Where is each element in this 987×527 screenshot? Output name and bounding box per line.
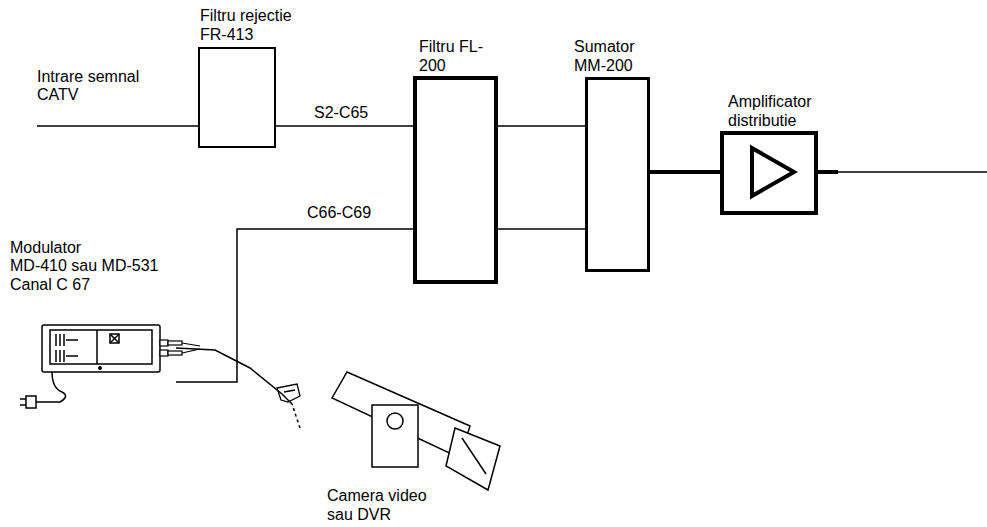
connector-line	[498, 125, 585, 127]
signal-connector	[498, 229, 585, 230]
label-holder: Camera video sau DVR	[327, 487, 435, 524]
label-holder: Amplificator distributie	[728, 93, 840, 130]
node-label: MD-410 sau MD-531	[10, 257, 176, 275]
connector-line	[292, 404, 300, 428]
connector-line	[176, 348, 292, 404]
signal-connector	[650, 172, 720, 173]
band-label: C66-C69	[305, 204, 373, 222]
label-holder: Filtru rejectie FR-413	[200, 7, 315, 44]
amplifier-box: Amplificator distributie	[720, 131, 818, 215]
input-line	[37, 125, 198, 127]
node-label: Filtru FL-200	[419, 38, 494, 75]
camera-node: Camera video sau DVR	[300, 368, 505, 526]
band-label: S2-C65	[312, 104, 370, 122]
signal-connector	[498, 126, 585, 127]
node-label: Filtru rejectie FR-413	[200, 7, 315, 44]
filter-box: Filtru rejectie FR-413	[198, 47, 276, 148]
node-label: Amplificator distributie	[728, 93, 840, 130]
connector-line	[650, 170, 720, 174]
label-holder: Filtru FL-200	[419, 38, 494, 75]
connector-line	[498, 228, 585, 230]
modulator-node: ModulatorMD-410 sau MD-531Canal C 67	[8, 236, 176, 386]
connector-line	[176, 229, 413, 382]
filter-box: Filtru FL-200	[413, 76, 498, 284]
output-line	[818, 170, 838, 174]
node-label: Sumator MM-200	[574, 38, 664, 75]
camera-illustration	[332, 372, 500, 490]
combiner-box: Sumator MM-200	[585, 77, 650, 272]
node-label: Canal C 67	[10, 276, 176, 294]
signal-connector	[276, 126, 413, 127]
amplifier-symbol	[752, 148, 794, 196]
signal-connector	[176, 348, 300, 428]
output-line	[836, 171, 987, 173]
power-plug	[20, 372, 66, 408]
signal-label: Intrare semnal CATV	[37, 68, 162, 105]
modulator-device	[42, 325, 160, 372]
node-label: Modulator	[10, 239, 176, 257]
signal-connector	[176, 229, 413, 382]
connector-line	[276, 125, 413, 127]
label-holder: Sumator MM-200	[574, 38, 664, 75]
node-label: Camera video sau DVR	[327, 487, 435, 524]
